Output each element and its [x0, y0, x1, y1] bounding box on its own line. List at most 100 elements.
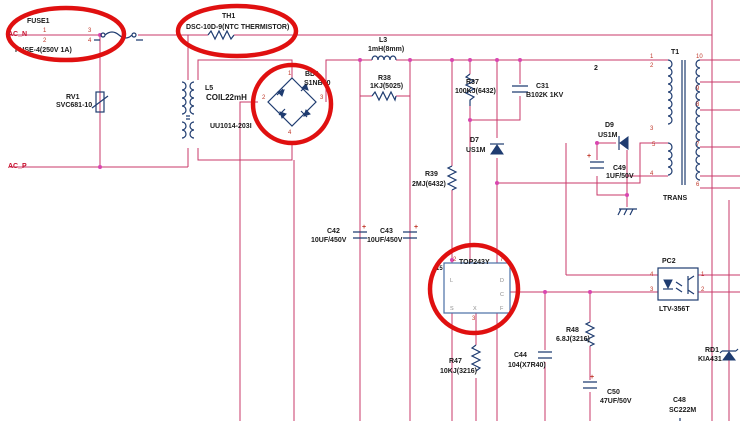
- r48-resistor: R48 6.8J(3216): [556, 321, 596, 347]
- top243y-ref: TOP243Y: [459, 259, 490, 266]
- bd1-pin2: 2: [262, 95, 266, 101]
- t1-pin2: 2: [650, 63, 654, 69]
- top243y-f: F: [500, 306, 504, 312]
- rd1-ref: RD1: [705, 347, 719, 354]
- svg-text:+: +: [414, 224, 418, 231]
- top243y-pin15: 15: [436, 266, 443, 272]
- t1-pin5: 5: [652, 142, 656, 148]
- bd1-pin1: 1: [288, 71, 292, 77]
- r37-ref: R37: [466, 79, 479, 86]
- c49-capacitor: + C49 1UF/50V: [587, 153, 634, 180]
- fuse1-pin1: 1: [43, 28, 47, 34]
- r38-resistor: R38 1KJ(5025): [370, 75, 403, 102]
- bd1-pin4: 4: [288, 130, 292, 136]
- c31-capacitor: C31 B102K 1KV: [512, 83, 564, 99]
- r38-value: 1KJ(5025): [370, 83, 403, 90]
- rd1-regulator: RD1 KIA431: [698, 347, 739, 363]
- t1-pin1: 1: [650, 54, 654, 60]
- rd1-value: KIA431: [698, 356, 722, 363]
- highlight-fuse1: [5, 5, 127, 63]
- r48-value: 6.8J(3216): [556, 336, 590, 343]
- fuse1-pin2: 3: [88, 28, 92, 34]
- c48-value: SC222M: [669, 407, 696, 414]
- t1-pin10: 10: [696, 54, 703, 60]
- bd1-bridge: BD1 S1NB60 2 3 1 4: [250, 62, 334, 146]
- r47-ref: R47: [449, 358, 462, 365]
- rv1-value: SVC681-10: [56, 102, 92, 109]
- r48-ref: R48: [566, 327, 579, 334]
- bd1-pin3: 3: [320, 95, 324, 101]
- net-2-label: 2: [594, 65, 598, 72]
- l3-ref: L3: [379, 37, 387, 44]
- top243y-d: D: [500, 278, 504, 284]
- l5-coil: L5 COIL22mH UU1014-203I: [181, 81, 252, 139]
- t1-pin6: 6: [696, 182, 700, 188]
- t1-pin4: 4: [650, 171, 654, 177]
- d9-value: US1M: [598, 132, 618, 139]
- pc2-pin1: 1: [701, 272, 705, 278]
- r39-ref: R39: [425, 171, 438, 178]
- t1-ref: T1: [671, 49, 679, 56]
- rv1-varistor: RV1 SVC681-10: [56, 91, 109, 113]
- c42-capacitor: + C42 10UF/450V: [311, 224, 367, 244]
- c31-value: B102K 1KV: [526, 92, 564, 99]
- l5-part: UU1014-203I: [210, 123, 252, 130]
- svg-text:+: +: [362, 224, 366, 231]
- t1-pin3: 3: [650, 126, 654, 132]
- c48-ref: C48: [673, 397, 686, 404]
- c42-ref: C42: [327, 228, 340, 235]
- pc2-pin4: 4: [650, 272, 654, 278]
- pc2-pin2: 2: [701, 287, 705, 293]
- t1-pin9: 9: [696, 86, 700, 92]
- t1-name: TRANS: [663, 195, 687, 202]
- bd1-value: S1NB60: [304, 80, 331, 87]
- fuse1-ref: FUSE1: [27, 18, 50, 25]
- d9-diode: D9 US1M: [598, 122, 629, 150]
- pc2-value: LTV-356T: [659, 306, 690, 313]
- c50-capacitor: + C50 47UF/50V: [583, 374, 632, 405]
- c43-value: 10UF/450V: [367, 237, 403, 244]
- c43-ref: C43: [380, 228, 393, 235]
- r39-value: 2MJ(6432): [412, 181, 446, 188]
- net-ac-p: AC_P: [8, 163, 27, 170]
- l5-value: COIL22mH: [206, 93, 247, 102]
- l3-value: 1mH(8mm): [368, 46, 404, 53]
- rv1-ref: RV1: [66, 94, 80, 101]
- d7-ref: D7: [470, 137, 479, 144]
- t1-pin8: 8: [696, 102, 700, 108]
- top243y-c: C: [500, 292, 504, 298]
- fuse1-value: FUSE-4(250V 1A): [15, 47, 72, 54]
- r47-value: 10KJ(3216): [440, 368, 477, 375]
- r37-resistor: R37 100KJ(6432): [455, 73, 496, 106]
- svg-text:+: +: [587, 153, 591, 160]
- ground-symbol: [617, 208, 637, 216]
- c44-ref: C44: [514, 352, 527, 359]
- highlight-top243y: [427, 242, 521, 336]
- pc2-optocoupler: PC2 LTV-356T 4 3 1 2: [650, 258, 705, 313]
- t1-transformer: T1 TRANS 1 2 3 4 5 6 7 8 9 10: [650, 49, 703, 202]
- r39-resistor: R39 2MJ(6432): [412, 165, 458, 191]
- c49-value: 1UF/50V: [606, 173, 634, 180]
- wires: [10, 0, 740, 421]
- c44-value: 104(X7R40): [508, 362, 546, 369]
- c31-ref: C31: [536, 83, 549, 90]
- top243y-l: L: [450, 278, 453, 284]
- r38-ref: R38: [378, 75, 391, 82]
- th1-value: DSC-10D-9(NTC THERMISTOR): [186, 24, 289, 31]
- c42-value: 10UF/450V: [311, 237, 347, 244]
- top243y-x: X: [473, 306, 477, 312]
- l3-inductor: L3 1mH(8mm): [368, 37, 404, 61]
- highlight-th1: [175, 3, 299, 59]
- top243y-ic: TOP243Y 15 L D C S X F 2 3 7: [427, 242, 521, 336]
- l5-ref: L5: [205, 85, 213, 92]
- th1-thermistor: TH1 DSC-10D-9(NTC THERMISTOR): [175, 3, 299, 59]
- th1-ref: TH1: [222, 13, 235, 20]
- highlight-bd1: [250, 62, 334, 146]
- pc2-pin3: 3: [650, 287, 654, 293]
- svg-text:+: +: [590, 374, 594, 381]
- c50-value: 47UF/50V: [600, 398, 632, 405]
- r47-resistor: R47 10KJ(3216): [440, 344, 482, 375]
- top243y-p2: 2: [453, 257, 457, 263]
- c48-capacitor: C48 SC222M: [669, 397, 696, 421]
